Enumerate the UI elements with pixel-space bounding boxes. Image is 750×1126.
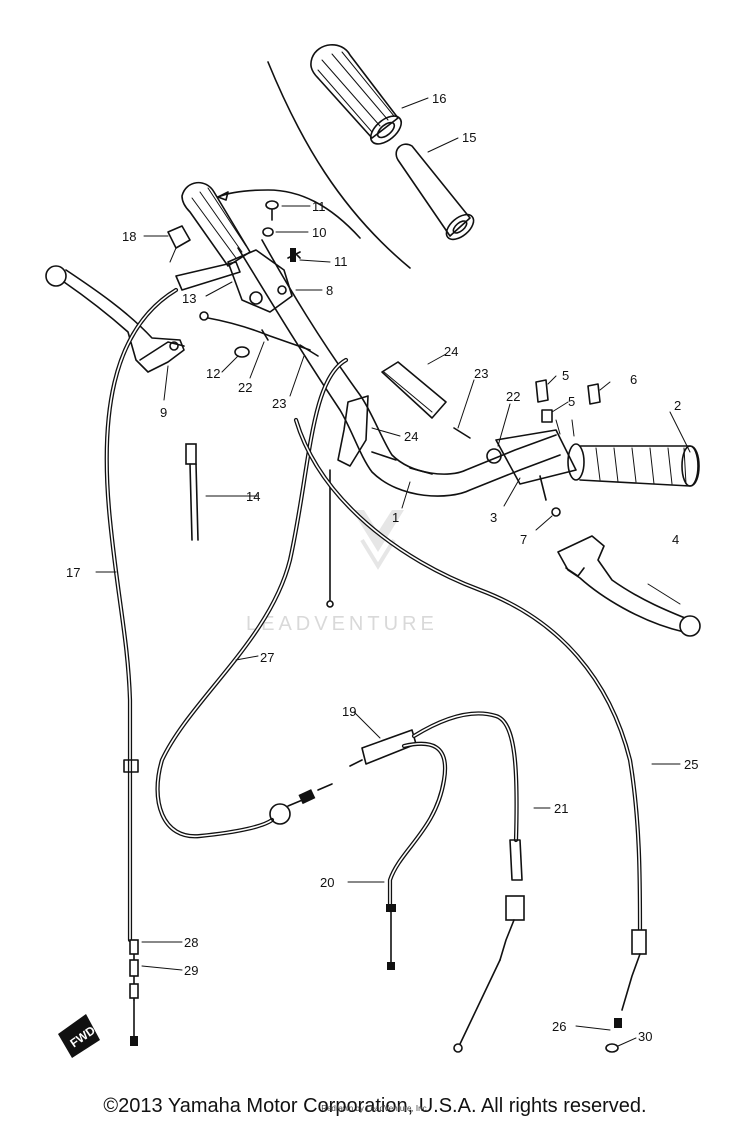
part-label-23a: 23 bbox=[272, 396, 286, 411]
throttle-sleeve-15 bbox=[395, 143, 475, 241]
part-label-30: 30 bbox=[638, 1029, 652, 1044]
cable-short bbox=[326, 469, 334, 608]
clutch-lever-9 bbox=[45, 265, 185, 373]
part-label-5a: 5 bbox=[562, 368, 569, 383]
redraw-credit: Redrawn by LeadVenture, Inc. bbox=[321, 1104, 429, 1113]
part-label-28: 28 bbox=[184, 935, 198, 950]
part-label-23b: 23 bbox=[474, 366, 488, 381]
handlebar-1 bbox=[237, 239, 561, 497]
right-grip-2 bbox=[567, 443, 700, 487]
screws-10-11 bbox=[262, 200, 301, 262]
brake-cable-25 bbox=[293, 417, 647, 1053]
part-label-10: 10 bbox=[312, 225, 326, 240]
part-label-7: 7 bbox=[520, 532, 527, 547]
fwd-badge: FWD bbox=[58, 1014, 100, 1058]
part-label-8: 8 bbox=[326, 283, 333, 298]
part-label-27: 27 bbox=[260, 650, 274, 665]
part-label-25: 25 bbox=[684, 757, 698, 772]
plug-18 bbox=[167, 225, 191, 263]
part-label-29: 29 bbox=[184, 963, 198, 978]
part-label-20: 20 bbox=[320, 875, 334, 890]
cable-tie-14 bbox=[185, 443, 199, 541]
part-label-14: 14 bbox=[246, 489, 260, 504]
inset-grip-detail bbox=[217, 44, 475, 269]
part-label-9: 9 bbox=[160, 405, 167, 420]
leader-lines bbox=[95, 97, 691, 1047]
part-label-24a: 24 bbox=[444, 344, 458, 359]
brake-lever-4 bbox=[557, 535, 701, 637]
left-switch-housing bbox=[175, 249, 293, 313]
part-label-11b: 11 bbox=[334, 254, 348, 269]
watermark: LEADVENTURE bbox=[246, 510, 438, 635]
part-label-17: 17 bbox=[66, 565, 80, 580]
part-label-15: 15 bbox=[462, 130, 476, 145]
part-label-21: 21 bbox=[554, 801, 568, 816]
right-lever-bracket bbox=[495, 379, 601, 517]
part-label-22a: 22 bbox=[238, 380, 252, 395]
part-label-3: 3 bbox=[490, 510, 497, 525]
clutch-cable-17 bbox=[104, 287, 179, 1046]
part-label-13: 13 bbox=[182, 291, 196, 306]
part-label-4: 4 bbox=[672, 532, 679, 547]
part-label-16: 16 bbox=[432, 91, 446, 106]
cable-27 bbox=[155, 357, 349, 839]
watermark-text: LEADVENTURE bbox=[246, 613, 438, 635]
right-cable-adjuster bbox=[453, 427, 502, 464]
part-label-5b: 5 bbox=[568, 394, 575, 409]
left-cable-adjuster bbox=[199, 311, 319, 358]
grip-16 bbox=[310, 44, 403, 145]
part-label-26: 26 bbox=[552, 1019, 566, 1034]
part-labels: 16 15 11 10 11 18 13 8 9 12 22 23 24 24 … bbox=[66, 91, 698, 1044]
cable-boot-24b bbox=[337, 395, 369, 467]
throttle-cable-20 bbox=[386, 741, 448, 970]
part-label-11a: 11 bbox=[312, 199, 326, 214]
part-label-2: 2 bbox=[674, 398, 681, 413]
part-label-18: 18 bbox=[122, 229, 136, 244]
left-grip bbox=[181, 181, 251, 267]
part-label-19: 19 bbox=[342, 704, 356, 719]
part-label-6: 6 bbox=[630, 372, 637, 387]
cable-boot-24a bbox=[381, 361, 447, 419]
copyright-notice: ©2013 Yamaha Motor Corporation, U.S.A. A… bbox=[103, 1095, 647, 1117]
part-label-1: 1 bbox=[392, 510, 399, 525]
part-label-12: 12 bbox=[206, 366, 220, 381]
part-label-24b: 24 bbox=[404, 429, 418, 444]
part-label-22b: 22 bbox=[506, 389, 520, 404]
throttle-cable-21 bbox=[453, 839, 525, 1053]
